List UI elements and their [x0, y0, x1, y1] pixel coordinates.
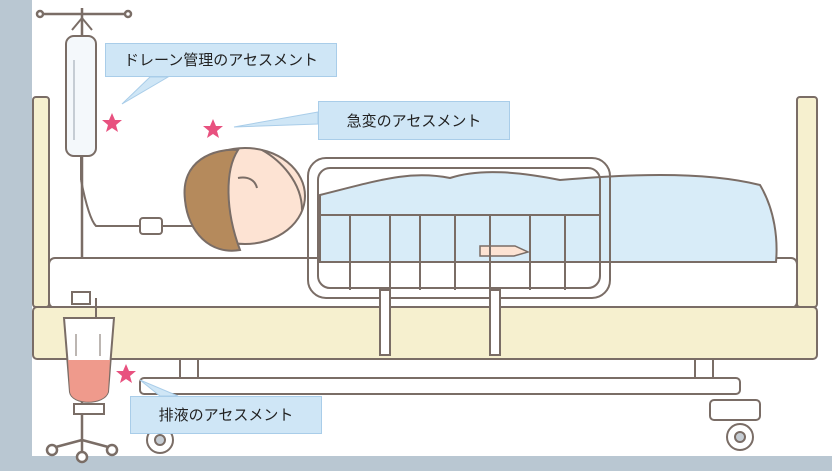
star-icon	[102, 113, 122, 132]
callout-drain-label: ドレーン管理のアセスメント	[124, 51, 318, 69]
blanket	[319, 171, 778, 263]
star-icon	[116, 364, 136, 383]
callout-fluid-label: 排液のアセスメント	[158, 406, 294, 424]
wall	[0, 0, 32, 471]
star-icon	[203, 119, 223, 138]
callout-pointer-drain	[121, 76, 170, 105]
bed-side-rail	[307, 157, 611, 356]
callout-sudden-label: 急変のアセスメント	[346, 111, 482, 130]
callout-drainage-fluid: 排液のアセスメント	[130, 396, 322, 434]
patient-head	[183, 147, 306, 252]
drainage-bottle	[62, 291, 116, 415]
callout-drain-management: ドレーン管理のアセスメント	[105, 43, 337, 77]
callout-pointer-sudden	[233, 111, 319, 128]
bed-frame	[32, 96, 818, 454]
callout-sudden-change: 急変のアセスメント	[318, 101, 510, 140]
drain-bag	[65, 16, 205, 235]
floor	[0, 456, 832, 471]
hand	[479, 245, 531, 257]
